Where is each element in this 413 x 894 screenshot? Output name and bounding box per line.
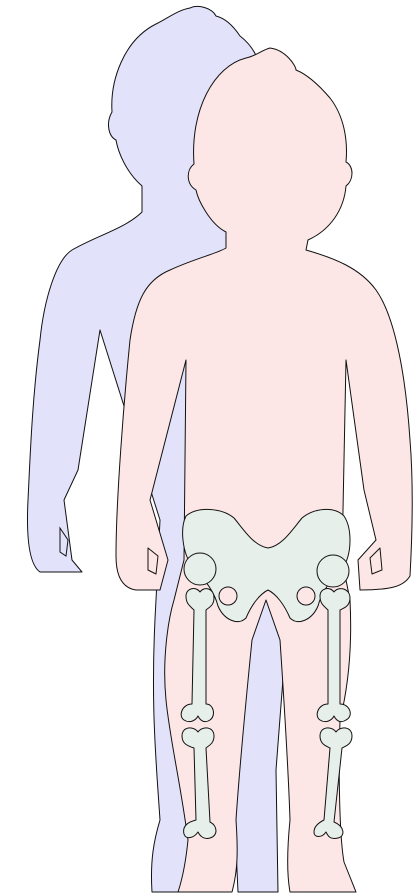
left-obturator-hole: [219, 587, 237, 605]
left-femoral-head: [184, 553, 216, 585]
right-obturator-hole: [297, 587, 315, 605]
right-femoral-head: [317, 555, 349, 587]
